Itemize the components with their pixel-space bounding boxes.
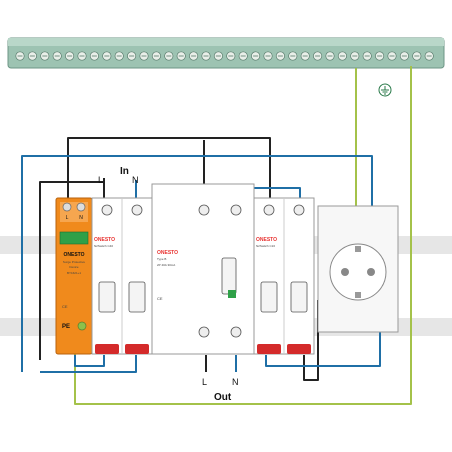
busbar-screws [15, 51, 434, 61]
spd-terminal-n: N [79, 215, 83, 221]
wires [21, 66, 412, 405]
mcb-right: ONESTO N2Switch C16 [253, 197, 315, 355]
screw-icon [198, 326, 210, 338]
earth-busbar [7, 37, 445, 69]
line-wire-spd-l [39, 181, 104, 360]
out-label: Out [214, 392, 232, 403]
spd-line2: Device [69, 265, 79, 269]
mcb-right-model: N2Switch C16 [256, 244, 275, 248]
screw-icon [263, 204, 275, 216]
ground-icon [378, 83, 392, 97]
ce-mark-icon: CE [157, 296, 163, 301]
rcd-rating: 2P 40A 30mA [157, 263, 175, 267]
din-socket [317, 205, 399, 333]
screw-icon [131, 204, 143, 216]
mcb-left-brand: ONESTO [94, 237, 115, 243]
in-label: In [120, 166, 129, 177]
screw-icon [62, 202, 72, 212]
neutral-wire-socket [265, 330, 381, 367]
screw-icon [76, 202, 86, 212]
socket-icon [329, 243, 387, 301]
n-out-label: N [232, 377, 239, 387]
spd-line1: Surge Protective [63, 260, 86, 264]
neutral-wire-spd-bottom [74, 355, 105, 367]
rcd-type: Type B [157, 257, 166, 261]
pe-terminal-icon [77, 321, 87, 331]
mcb-right-brand: ONESTO [256, 237, 277, 243]
screw-icon [230, 326, 242, 338]
mcb-left: ONESTO N2Switch C40 [91, 197, 153, 355]
spd-model: BY1621+1 [67, 271, 81, 275]
ce-mark-icon: CE [62, 304, 68, 309]
line-wire-top [67, 137, 271, 204]
spd-terminal-l: L [66, 215, 69, 221]
screw-icon [293, 204, 305, 216]
rcd-brand: ONESTO [157, 250, 178, 256]
screw-icon [101, 204, 113, 216]
line-wire-socket [303, 300, 319, 381]
n-in-label: N [132, 175, 139, 185]
neutral-wire-spd-n [40, 355, 137, 373]
l-out-label: L [202, 377, 207, 387]
pe-label: PE [62, 324, 70, 330]
screw-icon [230, 204, 242, 216]
spd-brand: ONESTO [63, 252, 84, 258]
neutral-wire-top [21, 155, 373, 372]
l-in-label: L [98, 175, 103, 185]
screw-icon [198, 204, 210, 216]
mcb-left-model: N2Switch C40 [94, 244, 113, 248]
surge-protective-device: L N ONESTO Surge Protective Device BY162… [55, 197, 93, 355]
rcd: ONESTO Type B 2P 40A 30mA CE [151, 183, 255, 355]
